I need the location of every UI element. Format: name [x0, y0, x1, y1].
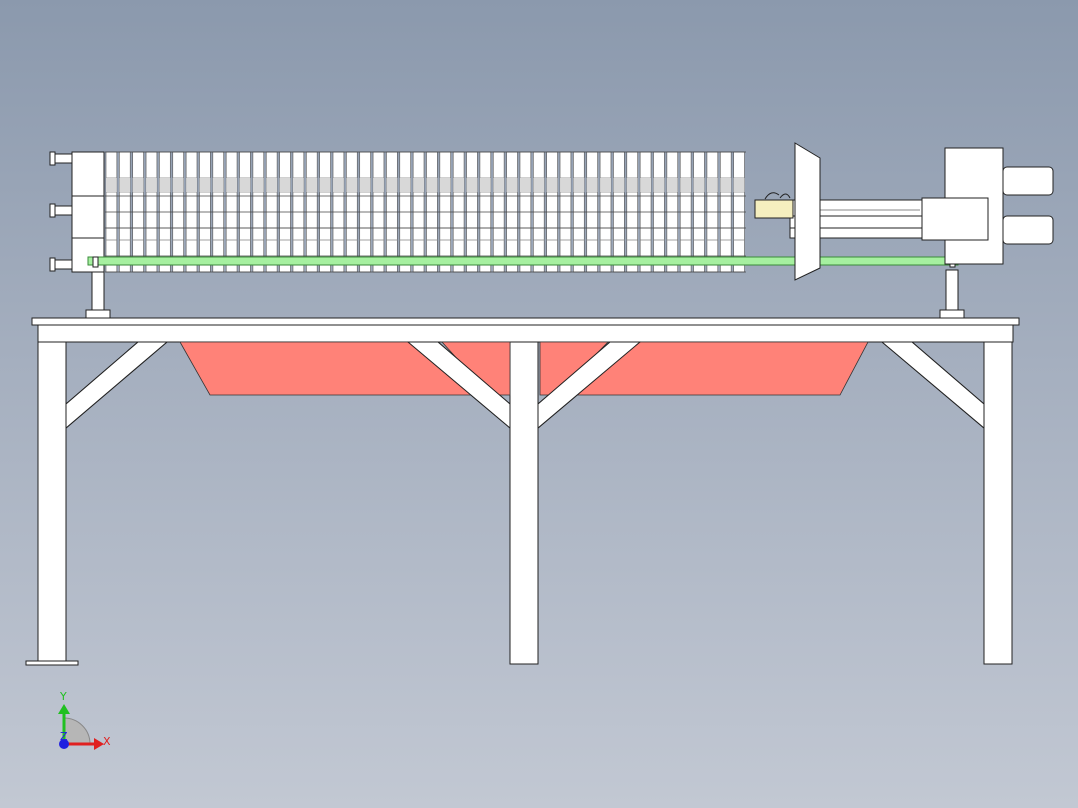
- brace-overlay: [65, 341, 169, 430]
- beam-face: [37, 324, 1014, 343]
- foot-plate-left: [25, 660, 79, 666]
- post-left: [91, 269, 105, 315]
- cylinder-flange: [921, 197, 989, 241]
- side-bar-end-left: [92, 256, 99, 268]
- leg-center-left: [509, 341, 539, 665]
- brace-overlay: [880, 341, 985, 430]
- post-right-base: [939, 309, 965, 319]
- fixed-head[interactable]: [71, 151, 105, 273]
- hydraulic-cylinder-upper[interactable]: [1002, 166, 1054, 196]
- hydraulic-cylinder-lower[interactable]: [1002, 215, 1054, 245]
- post-right: [945, 269, 959, 315]
- leg-left: [37, 341, 67, 663]
- brace-overlay: [537, 341, 642, 430]
- support-frame[interactable]: [25, 317, 1020, 666]
- triad-y-label: Y: [59, 690, 67, 703]
- post-left-base: [85, 309, 111, 319]
- orientation-triad[interactable]: Y X Z: [58, 690, 111, 750]
- filter-plate-stack[interactable]: [105, 151, 746, 273]
- leg-right: [983, 341, 1013, 665]
- top-beam: [31, 317, 1020, 326]
- side-bar[interactable]: [87, 256, 959, 266]
- triad-z-label: Z: [60, 730, 68, 743]
- drip-tray[interactable]: [179, 341, 869, 396]
- triad-y-arrow: [58, 704, 70, 714]
- triad-x-label: X: [103, 735, 111, 748]
- cylinder-clamp: [764, 192, 791, 200]
- triad-z-axis: [59, 739, 69, 749]
- cylinder-block[interactable]: [754, 199, 794, 219]
- movable-press-plate[interactable]: [794, 142, 821, 281]
- triad-arc: [63, 717, 91, 745]
- triad-x-arrow: [94, 738, 104, 750]
- brace-overlay: [406, 341, 511, 430]
- feed-nozzles[interactable]: [49, 151, 74, 272]
- filter-press[interactable]: [49, 142, 1054, 319]
